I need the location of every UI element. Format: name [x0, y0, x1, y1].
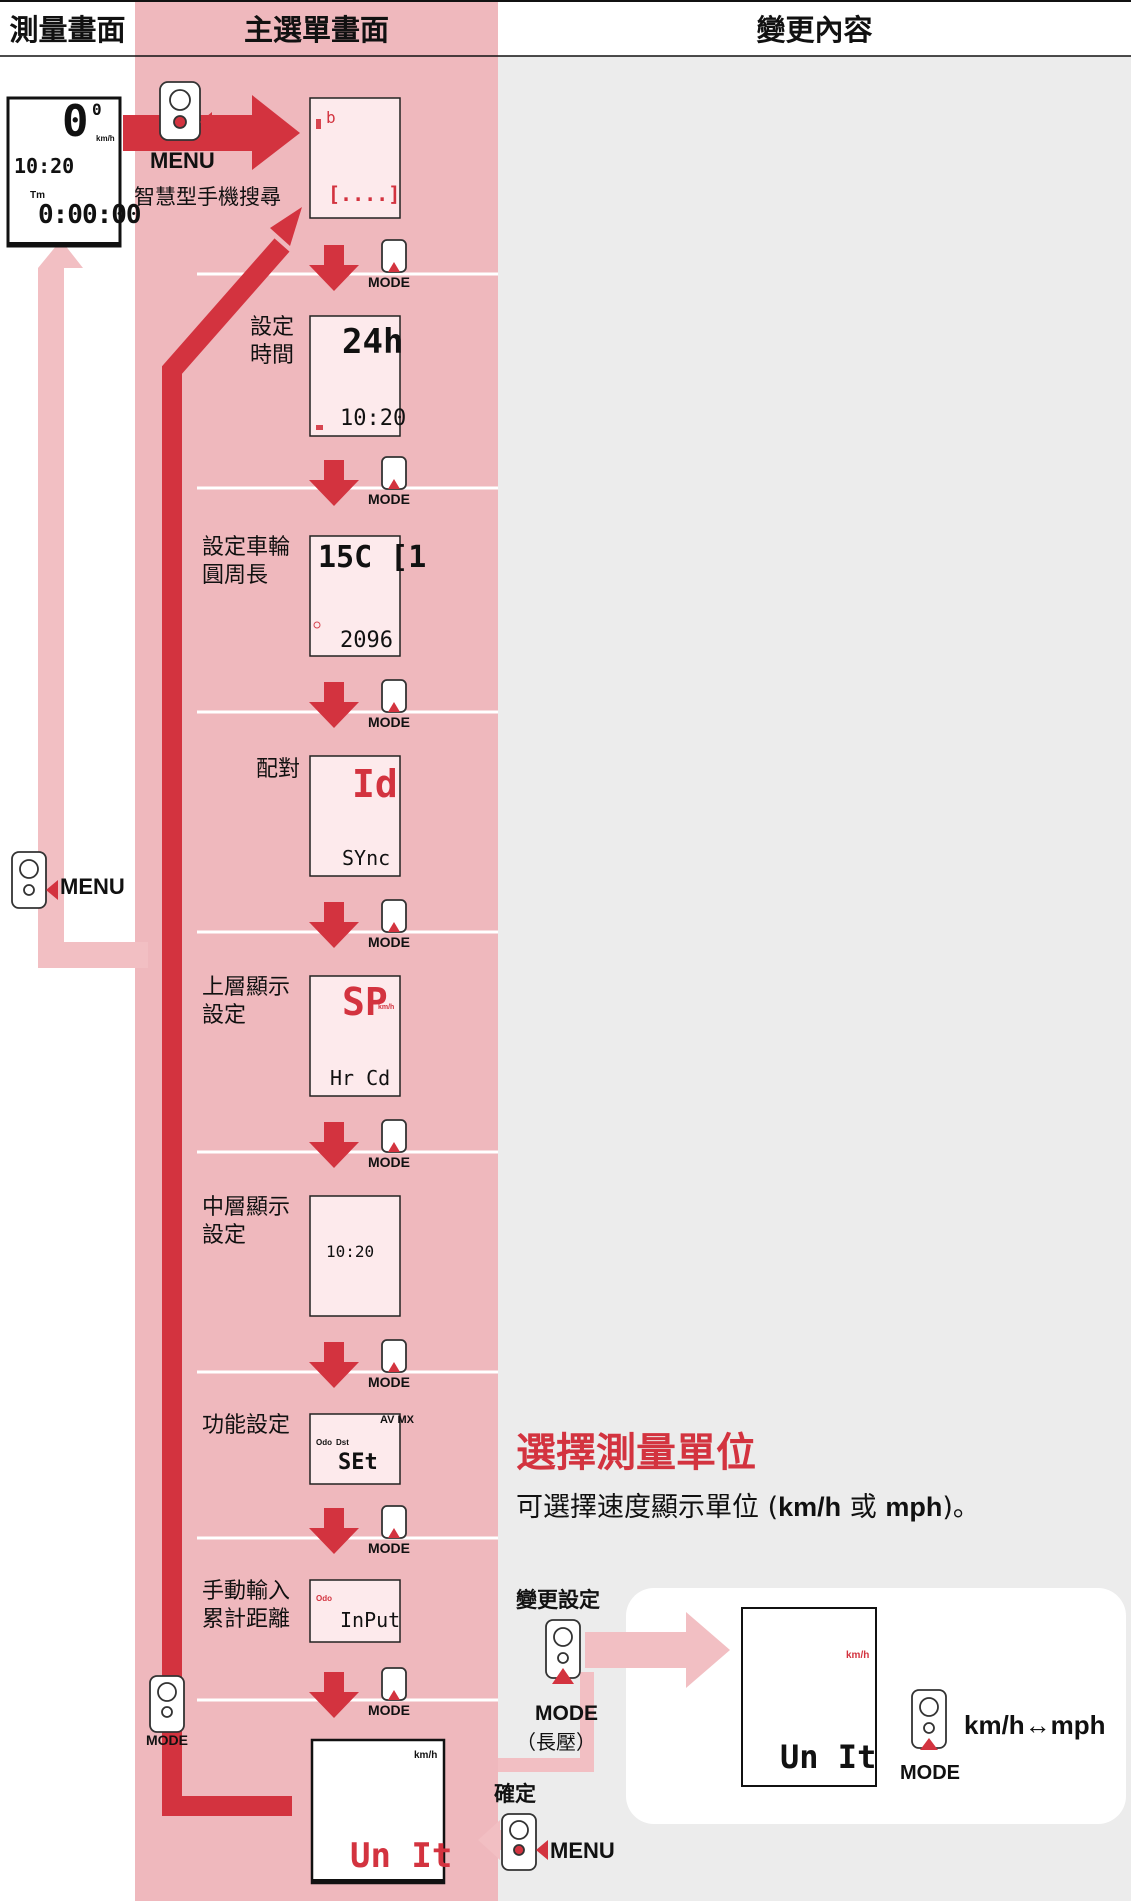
- menu-item-label-2: 設定車輪圓周長: [202, 535, 291, 588]
- mode-label-8[interactable]: MODE: [368, 1702, 410, 1718]
- lcd4-top: SP: [342, 980, 388, 1024]
- lcd3-bottom: SYnc: [342, 846, 391, 870]
- lcd4-unit: km/h: [378, 1004, 395, 1011]
- lcd7-top: Odo: [316, 1594, 332, 1603]
- mode-change-label[interactable]: MODE: [535, 1702, 598, 1725]
- measure-lcd: [6, 96, 122, 248]
- mode-label-6[interactable]: MODE: [368, 1374, 410, 1390]
- unit-screen-text: Un It: [350, 1836, 453, 1876]
- device-icons: [11, 81, 947, 1871]
- return-arrow: [38, 240, 148, 968]
- lcd7-bottom: InPut: [340, 1608, 401, 1632]
- lcd-speed-sup: 0: [92, 100, 102, 119]
- toggle-label: km/h↔mph: [964, 1710, 1106, 1740]
- lcd1-bottom: 10:20: [340, 406, 407, 431]
- menu-item-label-1: 設定時間: [250, 315, 295, 368]
- mode-label-2[interactable]: MODE: [368, 491, 410, 507]
- lcd-timer: 0:00:00: [38, 200, 142, 230]
- menu-item-label-4: 上層顯示設定: [202, 975, 291, 1028]
- menu-lcds: [309, 97, 401, 1643]
- lcd3-top: Id: [352, 762, 398, 806]
- lcd-speed-unit: km/h: [96, 134, 115, 143]
- panel-lcd-text: Un It: [780, 1738, 877, 1776]
- mode-label-loop[interactable]: MODE: [146, 1732, 188, 1748]
- menu-item-label-3: 配對: [256, 757, 301, 782]
- lcd6-dst: Dst: [336, 1438, 349, 1447]
- header-main-menu: 主選單畫面: [243, 13, 389, 47]
- section-title: 選擇測量單位: [516, 1430, 756, 1476]
- lcd-clock: 10:20: [14, 154, 75, 178]
- menu-item-label-6: 功能設定: [202, 1413, 291, 1438]
- header-change-content: 變更內容: [756, 13, 873, 47]
- section-desc: 可選擇速度顯示單位 (km/h 或 mph)。: [516, 1492, 980, 1523]
- loop-arrow: [162, 238, 292, 1816]
- unit-screen-kmh: km/h: [414, 1750, 438, 1761]
- mode-label-3[interactable]: MODE: [368, 714, 410, 730]
- menu-item-label-5: 中層顯示設定: [202, 1195, 291, 1248]
- lcd6-odo: Odo: [316, 1438, 332, 1447]
- lcd5-bottom: 10:20: [326, 1242, 375, 1261]
- header-measure: 測量畫面: [9, 13, 126, 47]
- lcd6-top: AV MX: [380, 1414, 415, 1426]
- mode-label-7[interactable]: MODE: [368, 1540, 410, 1556]
- mode-label-4[interactable]: MODE: [368, 934, 410, 950]
- lcd0-top: b: [326, 108, 336, 127]
- panel-lcd-kmh: km/h: [846, 1650, 870, 1661]
- mode-label-1[interactable]: MODE: [368, 274, 410, 290]
- mode-label-5[interactable]: MODE: [368, 1154, 410, 1170]
- lcd1-top: 24h: [342, 322, 404, 362]
- long-press-label: （長壓）: [516, 1730, 596, 1754]
- lcd-speed: 0: [62, 96, 89, 147]
- menu-label-left[interactable]: MENU: [60, 874, 125, 899]
- lcd-tm-label: Tm: [30, 190, 45, 201]
- lcd6-bottom: SEt: [338, 1450, 378, 1475]
- menu-item-label-7: 手動輸入累計距離: [202, 1579, 291, 1632]
- down-arrows: [309, 245, 359, 1718]
- lcd0-bottom: [....]: [328, 182, 401, 206]
- lcd2-bottom: 2096: [340, 628, 393, 653]
- lcd2-top: 15C [1: [318, 540, 427, 575]
- menu-item-label-0: 智慧型手機搜尋: [134, 185, 281, 209]
- menu-confirm-label[interactable]: MENU: [550, 1838, 615, 1863]
- lcd4-bottom: Hr Cd: [330, 1066, 391, 1090]
- menu-label-top[interactable]: MENU: [150, 148, 215, 173]
- confirm-label: 確定: [494, 1782, 536, 1806]
- panel-mode-label[interactable]: MODE: [900, 1762, 960, 1784]
- change-setting-label: 變更設定: [516, 1588, 600, 1612]
